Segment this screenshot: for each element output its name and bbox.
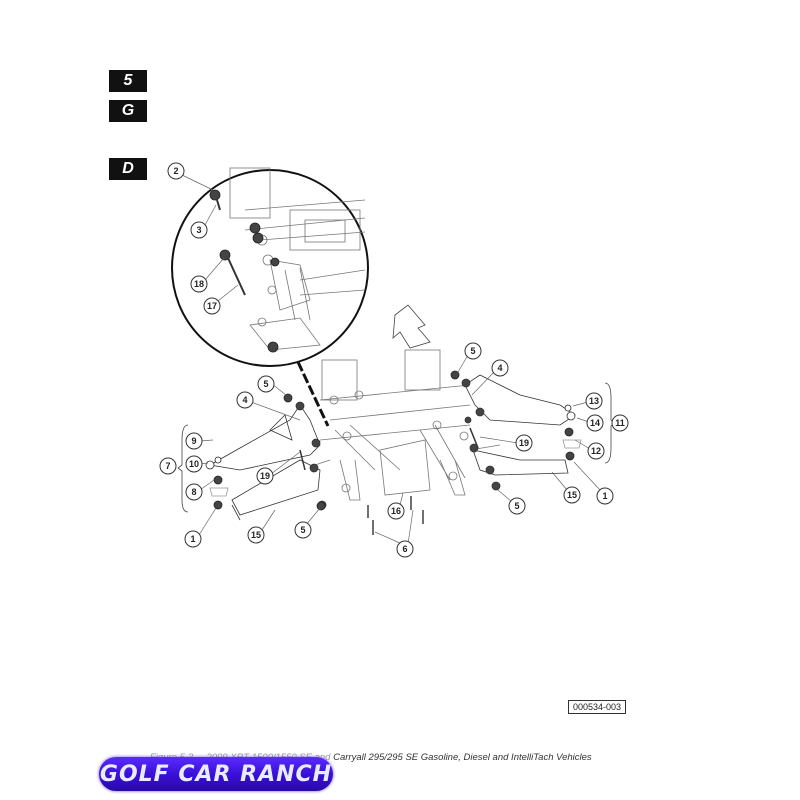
callout-12: 12 (587, 442, 605, 460)
callout-2: 2 (167, 162, 185, 180)
svg-text:5: 5 (514, 501, 519, 511)
callout-6: 6 (396, 540, 414, 558)
callout-5: 5 (508, 497, 526, 515)
svg-text:12: 12 (591, 446, 601, 456)
callout-5: 5 (294, 521, 312, 539)
callout-19: 19 (256, 467, 274, 485)
callout-4: 4 (491, 359, 509, 377)
callout-1: 1 (596, 487, 614, 505)
svg-text:2: 2 (173, 166, 178, 176)
section-tab-d: D (109, 158, 147, 180)
callout-18: 18 (190, 275, 208, 293)
golf-car-ranch-logo: GOLF CAR RANCH (99, 757, 333, 791)
section-tab-g: G (109, 100, 147, 122)
svg-text:8: 8 (191, 487, 196, 497)
svg-text:19: 19 (260, 471, 270, 481)
logo-text: GOLF CAR RANCH (99, 761, 333, 787)
caption-visible: Carryall 295/295 SE Gasoline, Diesel and… (333, 752, 592, 763)
svg-text:19: 19 (519, 438, 529, 448)
svg-text:4: 4 (497, 363, 502, 373)
callout-15: 15 (247, 526, 265, 544)
figure-number: 000534-003 (568, 700, 627, 714)
svg-text:9: 9 (191, 436, 196, 446)
svg-text:5: 5 (263, 379, 268, 389)
callout-17: 17 (203, 297, 221, 315)
callout-15: 15 (563, 486, 581, 504)
svg-text:17: 17 (207, 301, 217, 311)
svg-text:13: 13 (589, 396, 599, 406)
svg-text:11: 11 (615, 418, 625, 428)
forward-arrow-icon (392, 304, 431, 349)
callout-14: 14 (586, 414, 604, 432)
svg-text:5: 5 (470, 346, 475, 356)
callout-3: 3 (190, 221, 208, 239)
svg-text:16: 16 (391, 506, 401, 516)
callout-7: 7 (159, 457, 177, 475)
callout-4: 4 (236, 391, 254, 409)
callout-1: 1 (184, 530, 202, 548)
svg-text:15: 15 (251, 530, 261, 540)
callout-19: 19 (515, 434, 533, 452)
callout-9: 9 (185, 432, 203, 450)
callouts: 2 3 18 17 5 4 9 10 7 19 8 5 15 1 16 6 5 … (159, 162, 629, 558)
svg-text:3: 3 (196, 225, 201, 235)
callout-5: 5 (464, 342, 482, 360)
svg-text:7: 7 (165, 461, 170, 471)
callout-10: 10 (185, 455, 203, 473)
svg-text:14: 14 (590, 418, 600, 428)
callout-13: 13 (585, 392, 603, 410)
callout-8: 8 (185, 483, 203, 501)
callout-16: 16 (387, 502, 405, 520)
svg-text:1: 1 (602, 491, 607, 501)
svg-text:10: 10 (189, 459, 199, 469)
svg-text:18: 18 (194, 279, 204, 289)
section-tab-5: 5 (109, 70, 147, 92)
svg-text:4: 4 (242, 395, 247, 405)
svg-text:6: 6 (402, 544, 407, 554)
callout-11: 11 (611, 414, 629, 432)
callout-5: 5 (257, 375, 275, 393)
svg-text:5: 5 (300, 525, 305, 535)
svg-text:1: 1 (190, 534, 195, 544)
svg-text:15: 15 (567, 490, 577, 500)
